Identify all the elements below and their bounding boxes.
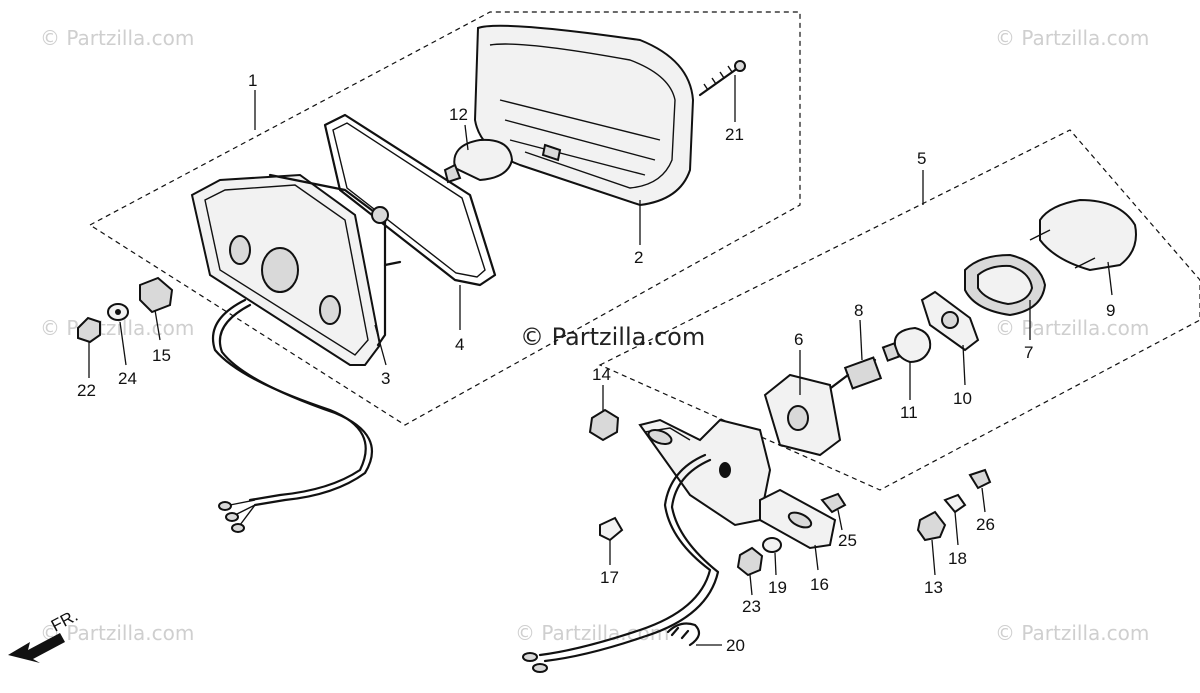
callout-11: 11 [900,403,918,422]
callout-5: 5 [917,149,926,168]
watermark-text: © Partzilla.com [995,316,1149,340]
assembly-outlines [88,11,1200,491]
callout-4: 4 [455,335,464,354]
callout-17: 17 [600,568,619,587]
bracket-16 [638,418,837,550]
callout-9: 9 [1106,301,1115,320]
washer-19 [762,537,782,553]
bulb-12 [443,138,514,184]
callout-3: 3 [381,369,390,388]
hardware-small-left [77,276,174,344]
watermark-text: © Partzilla.com [40,621,194,645]
callout-24: 24 [118,369,137,388]
callout-25: 25 [838,531,857,550]
callout-8: 8 [854,301,863,320]
tail-light-housing-3 [190,173,402,366]
screw-21 [698,60,746,97]
bolt-26 [968,468,992,490]
callout-2: 2 [634,248,643,267]
tail-light-assembly-outline [88,11,801,426]
callout-6: 6 [794,330,803,349]
callout-18: 18 [948,549,967,568]
callout-26: 26 [976,515,995,534]
bolt-25 [820,492,847,514]
callout-labels: 1 2 3 4 5 6 7 8 9 10 11 12 13 14 15 16 1… [77,71,1115,655]
nut-13 [916,510,947,542]
license-light-wiring [522,453,720,673]
watermark-text-center: © Partzilla.com [520,323,705,351]
callout-13: 13 [924,578,943,597]
hardware-small-right [588,408,992,647]
watermark-text: © Partzilla.com [40,26,194,50]
gasket-4 [323,113,497,287]
nut-23 [736,546,764,577]
grommet-14 [588,408,620,442]
callout-19: 19 [768,578,787,597]
callout-22: 22 [77,381,96,400]
callout-20: 20 [726,636,745,655]
watermark-text: © Partzilla.com [995,621,1149,645]
tail-light-lens [473,24,695,207]
license-lens-9 [1029,198,1137,272]
callout-16: 16 [810,575,829,594]
callout-7: 7 [1024,343,1033,362]
callout-10: 10 [953,389,972,408]
callout-23: 23 [742,597,761,616]
callout-12: 12 [449,105,468,124]
callout-14: 14 [592,365,611,384]
collar-18 [943,493,967,514]
watermark-text: © Partzilla.com [515,621,669,645]
callout-1: 1 [248,71,257,90]
nut-22 [77,316,101,344]
watermark-text: © Partzilla.com [995,26,1149,50]
cover-plate-6 [763,373,842,457]
clamp-20 [666,622,701,647]
leader-lines [88,75,1113,646]
license-rim-7 [964,253,1047,317]
callout-21: 21 [725,125,744,144]
callout-15: 15 [152,346,171,365]
gasket-10 [920,290,980,352]
bulb-11 [881,326,932,364]
cap-17 [599,516,624,542]
grommet-15 [139,276,174,314]
tail-light-wiring [211,298,374,533]
